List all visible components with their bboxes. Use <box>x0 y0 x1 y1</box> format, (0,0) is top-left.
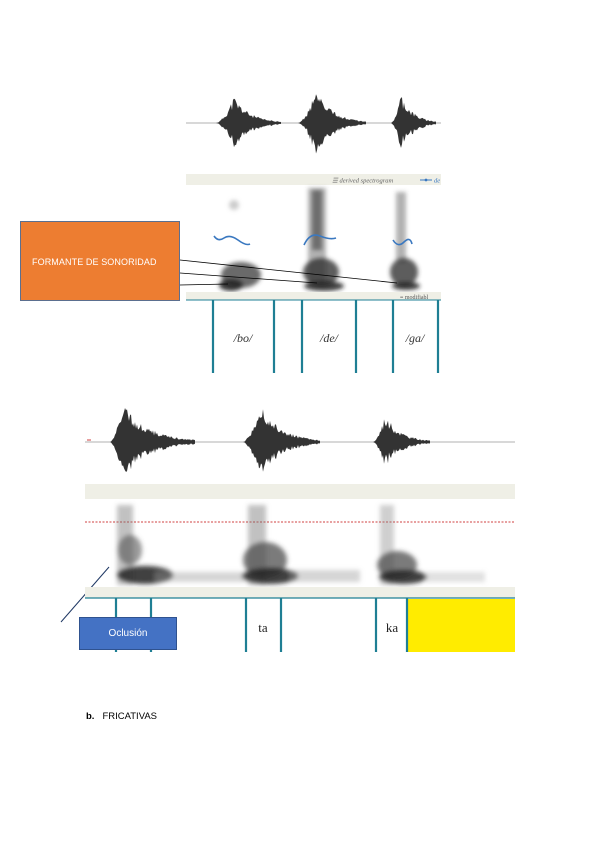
spectrogram-header-bar-2 <box>85 484 515 499</box>
waveform-syllable-ta <box>243 409 320 472</box>
pitch-legend-dot <box>424 178 428 182</box>
spectrogram-header-label: ☰ derived spectrogram <box>332 178 393 185</box>
callout-oclusion-label: Oclusión <box>108 628 148 639</box>
spectrogram-shading-top <box>219 188 420 291</box>
pitch-track-ga <box>392 238 413 246</box>
waveform-ga <box>391 97 436 148</box>
callout-formante-label: FORMANTE DE SONORIDAD <box>32 257 157 267</box>
tier-header-label: ≡ modifiabl <box>400 294 429 301</box>
pitch-track-de <box>303 234 337 246</box>
spectrogram-figure-bodega-svg: ☰ derived spectrogram de ≡ modifiabl <box>186 94 441 373</box>
highlight-region <box>407 599 515 652</box>
waveform-de <box>298 94 366 154</box>
segment-label-de: /de/ <box>319 331 340 345</box>
section-heading-text: FRICATIVAS <box>102 711 157 722</box>
pitch-legend-label: de <box>434 178 440 185</box>
section-heading: b. FRICATIVAS <box>86 711 157 722</box>
callout-oclusion: Oclusión <box>79 617 177 650</box>
waveform-bo <box>216 98 281 148</box>
segment-label-ga: /ga/ <box>405 331 426 345</box>
segment-label-ka: ka <box>386 620 399 635</box>
segment-label-ta: ta <box>258 620 268 635</box>
spectrogram-figure-bodega: ☰ derived spectrogram de ≡ modifiabl <box>186 80 441 375</box>
spectrogram-figure-oclusivas: ta ka <box>85 400 515 652</box>
tier-boundaries-top <box>211 300 440 373</box>
segment-label-bo: /bo/ <box>233 331 254 345</box>
callout-formante-sonoridad: FORMANTE DE SONORIDAD <box>20 221 180 301</box>
section-heading-letter: b. <box>86 711 95 722</box>
waveform-syllable-ka <box>373 419 430 464</box>
spectrogram-header-bar <box>186 174 441 185</box>
spectrogram-figure-oclusivas-svg: ta ka <box>85 408 515 652</box>
waveform-syllable-1 <box>110 408 195 472</box>
spectrogram-shading-bottom <box>117 505 485 585</box>
tier-header-bar-2 <box>85 587 515 598</box>
tier-header-bar <box>186 292 441 300</box>
pitch-track-bo <box>213 235 251 246</box>
